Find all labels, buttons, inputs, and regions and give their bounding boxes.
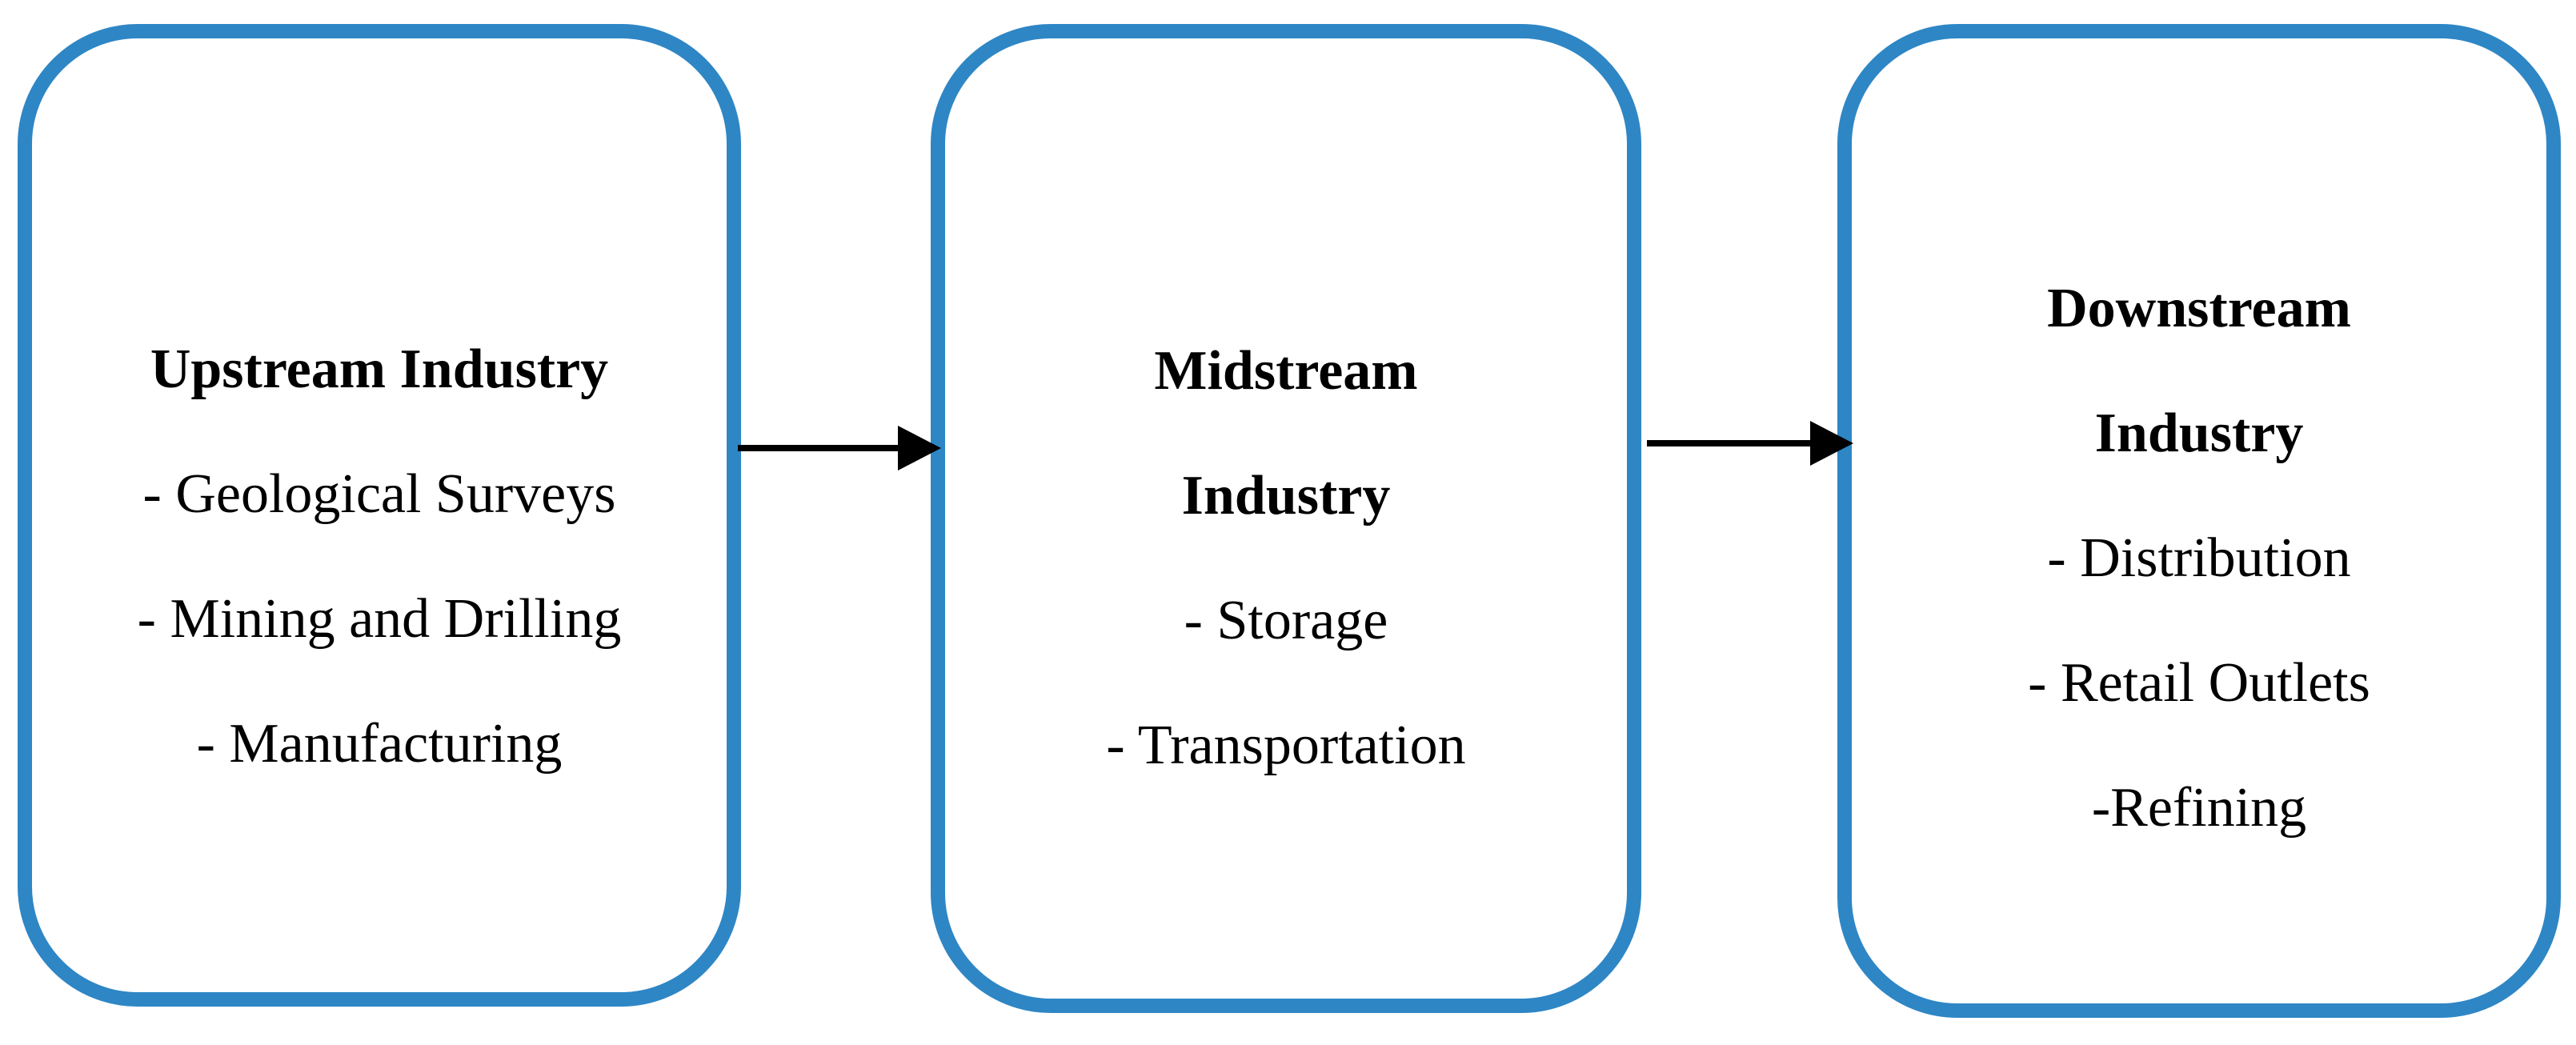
upstream-content: Upstream Industry - Geological Surveys -… (32, 307, 727, 807)
midstream-title-line-2: Industry (1181, 465, 1391, 527)
downstream-industry-box: Downstream Industry - Distribution - Ret… (1837, 24, 2561, 1018)
downstream-title-line-1: Downstream (2047, 278, 2351, 339)
midstream-title-line-1: Midstream (1154, 340, 1418, 402)
midstream-item-storage: - Storage (1184, 590, 1388, 651)
midstream-item-transportation: - Transportation (1106, 715, 1466, 776)
downstream-item-retail-outlets: - Retail Outlets (2028, 652, 2370, 714)
upstream-item-geological-surveys: - Geological Surveys (142, 463, 616, 525)
arrow-upstream-to-midstream (738, 426, 941, 470)
downstream-item-refining: -Refining (2091, 777, 2307, 839)
upstream-item-mining-and-drilling: - Mining and Drilling (137, 588, 622, 650)
arrow-midstream-to-downstream (1647, 421, 1853, 466)
midstream-industry-box: Midstream Industry - Storage - Transport… (931, 24, 1641, 1013)
upstream-industry-box: Upstream Industry - Geological Surveys -… (18, 24, 741, 1007)
downstream-title-line-2: Industry (2094, 402, 2304, 464)
upstream-title: Upstream Industry (150, 338, 609, 400)
downstream-item-distribution: - Distribution (2047, 527, 2351, 589)
midstream-content: Midstream Industry - Storage - Transport… (945, 309, 1627, 808)
downstream-content: Downstream Industry - Distribution - Ret… (1852, 246, 2546, 871)
upstream-item-manufacturing: - Manufacturing (196, 713, 563, 775)
